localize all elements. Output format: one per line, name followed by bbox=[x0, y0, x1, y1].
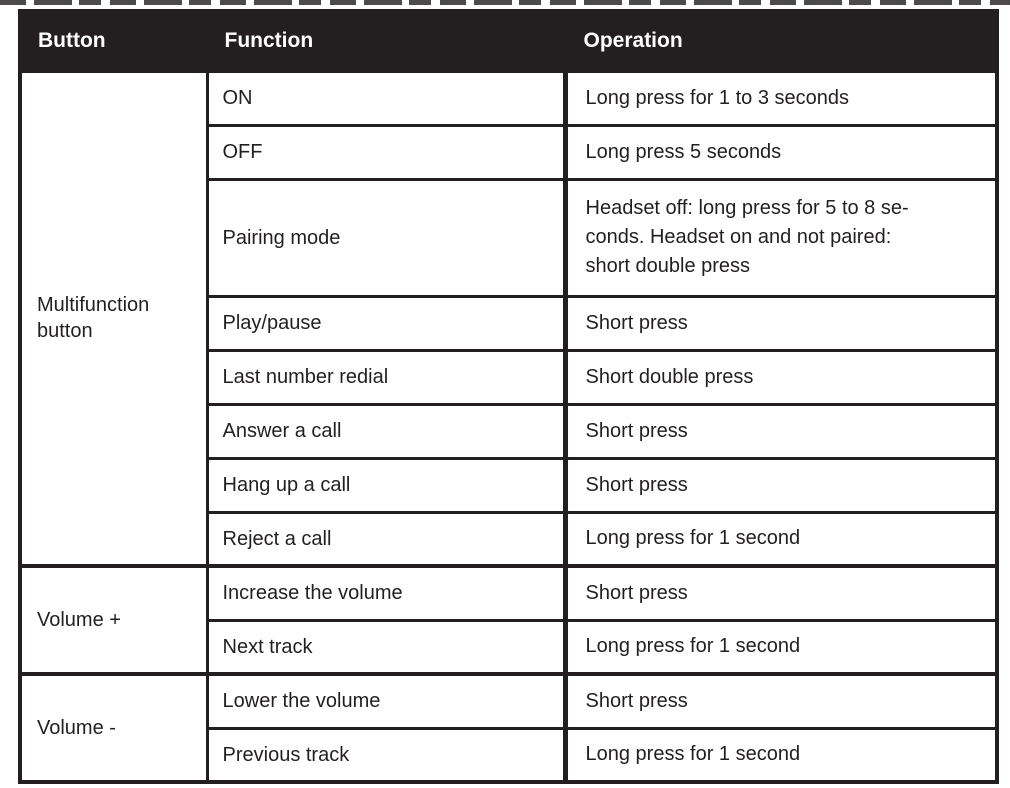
function-cell: ON bbox=[205, 69, 568, 127]
operation-cell: Long press for 1 second bbox=[563, 510, 999, 568]
operation-cell: Headset off: long press for 5 to 8 se- c… bbox=[563, 177, 999, 298]
table-row: Reject a call Long press for 1 second bbox=[20, 510, 999, 568]
function-cell: Play/pause bbox=[205, 294, 568, 352]
operation-cell: Short press bbox=[563, 564, 999, 622]
function-cell: Next track bbox=[205, 618, 568, 676]
function-cell: Hang up a call bbox=[205, 456, 568, 514]
button-functions-table: Button Function Operation Multifunction … bbox=[18, 9, 999, 784]
table-row: Answer a call Short press bbox=[20, 402, 999, 460]
cropped-content-strip bbox=[0, 0, 1010, 5]
button-cell-volume-minus: Volume - bbox=[18, 672, 209, 784]
table-row: Play/pause Short press bbox=[20, 294, 999, 352]
operation-cell: Short press bbox=[563, 402, 999, 460]
operation-cell: Short press bbox=[563, 294, 999, 352]
col-header-button: Button bbox=[18, 9, 209, 73]
operation-cell: Long press for 1 second bbox=[563, 726, 999, 784]
operation-cell: Long press 5 seconds bbox=[563, 123, 999, 181]
function-cell: Lower the volume bbox=[205, 672, 568, 730]
operation-cell: Long press for 1 to 3 seconds bbox=[563, 69, 999, 127]
function-cell: Previous track bbox=[205, 726, 568, 784]
col-header-function: Function bbox=[205, 9, 568, 73]
col-header-operation: Operation bbox=[563, 9, 999, 73]
table-row: Volume - Lower the volume Short press bbox=[18, 672, 999, 784]
function-cell: Pairing mode bbox=[205, 177, 568, 298]
table-row: Last number redial Short double press bbox=[20, 348, 999, 406]
table-row: OFF Long press 5 seconds bbox=[20, 123, 999, 181]
function-cell: Reject a call bbox=[205, 510, 568, 568]
function-cell: OFF bbox=[205, 123, 568, 181]
function-cell: Answer a call bbox=[205, 402, 568, 460]
table-row: Multifunction button ON Long press for 1… bbox=[18, 69, 999, 568]
operation-cell: Short press bbox=[563, 456, 999, 514]
table-header: Button Function Operation bbox=[18, 9, 999, 73]
operation-cell: Short double press bbox=[563, 348, 999, 406]
table-row: Pairing mode Headset off: long press for… bbox=[20, 177, 999, 298]
function-cell: Increase the volume bbox=[205, 564, 568, 622]
table-row: Next track Long press for 1 second bbox=[20, 618, 999, 676]
button-cell-multifunction: Multifunction button bbox=[18, 69, 209, 568]
operation-cell: Long press for 1 second bbox=[563, 618, 999, 676]
function-cell: Last number redial bbox=[205, 348, 568, 406]
table-row: Hang up a call Short press bbox=[20, 456, 999, 514]
button-cell-volume-plus: Volume + bbox=[18, 564, 209, 676]
header-row: Button Function Operation bbox=[18, 9, 999, 73]
table-row: Volume + Increase the volume Short press bbox=[18, 564, 999, 676]
table-row: Previous track Long press for 1 second bbox=[20, 726, 999, 784]
operation-cell: Short press bbox=[563, 672, 999, 730]
